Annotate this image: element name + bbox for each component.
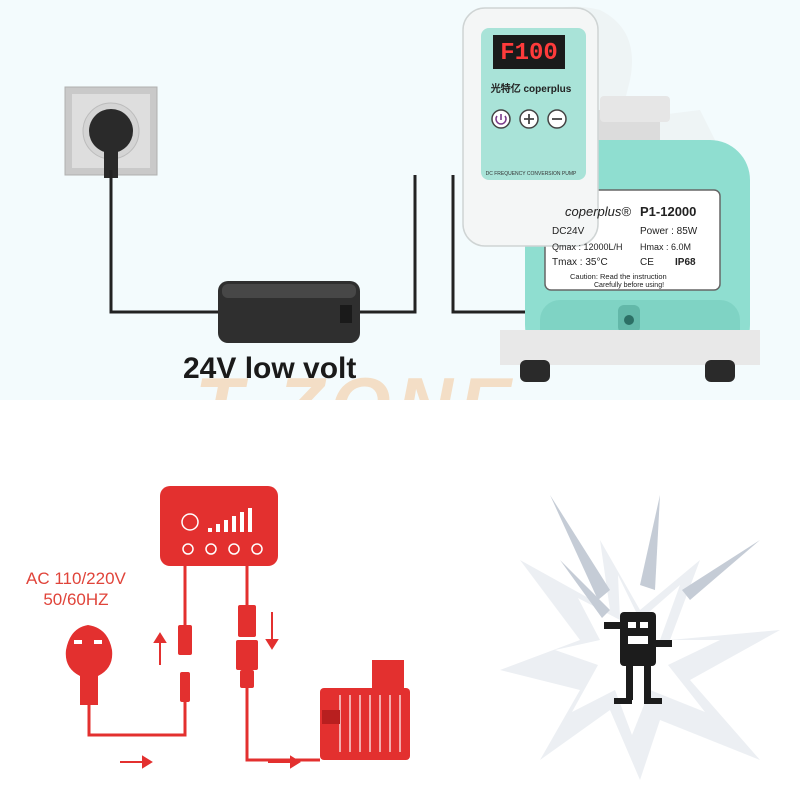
ac-voltage-label: AC 110/220V 50/60HZ [26, 568, 126, 610]
pump-model: P1-12000 [640, 204, 696, 219]
cable-connectors [178, 605, 258, 702]
pump-controller [462, 7, 599, 247]
pump-ip: IP68 [675, 257, 696, 268]
red-pump-icon [320, 660, 410, 760]
pump-hmax: Hmax : 6.0M [640, 242, 691, 252]
top-illustration: F100 光特亿 coperplus DC FREQUENCY CONVERSI… [64, 6, 760, 382]
controller-subtitle: DC FREQUENCY CONVERSION PUMP [486, 171, 577, 177]
power-cable [109, 170, 530, 314]
pump-spec-label: coperplus® P1-12000 DC24V Power : 85W Qm… [552, 204, 698, 289]
pump-brand: coperplus® [565, 204, 631, 219]
flow-arrows [120, 612, 301, 769]
wall-socket-icon [64, 86, 158, 178]
top-panel: F100 光特亿 coperplus DC FREQUENCY CONVERSI… [0, 0, 800, 400]
controller-display: F100 [500, 40, 558, 67]
electric-shock-icon [500, 495, 780, 780]
pump-power: Power : 85W [640, 226, 698, 237]
pump-qmax: Qmax : 12000L/H [552, 242, 623, 252]
brand-watermark: T-ZONE [195, 360, 517, 400]
power-adapter [218, 281, 360, 343]
pump-marks: CE [640, 257, 654, 268]
ac-plug-icon [65, 625, 113, 705]
low-voltage-caption: 24V low volt [183, 352, 357, 385]
pump-tmax: Tmax : 35°C [552, 257, 608, 268]
pump-caution-2: Carefully before using! [594, 282, 664, 289]
controller-brand: 光特亿 coperplus [490, 82, 572, 95]
ac-frequency-line-2: 50/60HZ [43, 590, 109, 609]
red-controller [160, 486, 278, 566]
pump-dc: DC24V [552, 226, 585, 237]
pump-caution: Caution: Read the instruction [570, 272, 667, 281]
ac-voltage-line-1: AC 110/220V [26, 569, 126, 588]
